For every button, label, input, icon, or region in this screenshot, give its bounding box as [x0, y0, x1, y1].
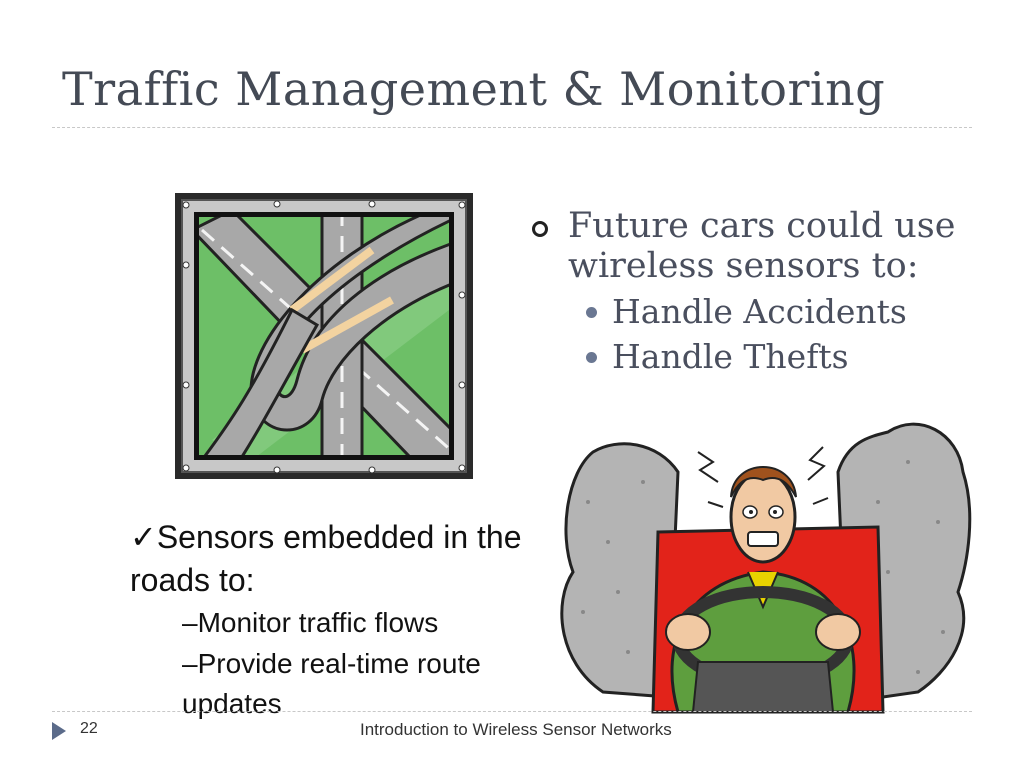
page-number: 22	[80, 720, 98, 737]
title-divider	[52, 127, 972, 128]
left-main-bullet-text: ✓Sensors embedded in the roads to:	[130, 519, 522, 598]
stressed-driver-clipart	[548, 412, 976, 714]
left-sub-bullet-text: –Provide real-time route updates	[182, 648, 481, 719]
right-bullet-list: Future cars could use wireless sensors t…	[532, 206, 992, 379]
left-sub-bullet-text: –Monitor traffic flows	[182, 607, 439, 638]
footer-arrow-icon	[52, 722, 66, 740]
slide-title: Traffic Management & Monitoring	[62, 62, 886, 116]
hollow-bullet-icon	[532, 221, 548, 237]
right-main-bullet-text: Future cars could use wireless sensors t…	[568, 206, 956, 286]
right-main-bullet: Future cars could use wireless sensors t…	[532, 206, 992, 286]
dot-bullet-icon	[586, 352, 597, 363]
dot-bullet-icon	[586, 307, 597, 318]
highway-interchange-clipart	[172, 190, 476, 482]
right-sub-bullet-text: Handle Accidents	[612, 292, 907, 331]
right-sub-bullet: Handle Accidents	[532, 289, 992, 334]
right-sub-bullet: Handle Thefts	[532, 334, 992, 379]
footer-title: Introduction to Wireless Sensor Networks	[360, 720, 672, 739]
right-sub-bullet-text: Handle Thefts	[612, 337, 849, 376]
footer-divider	[52, 711, 972, 712]
left-bullet-list: ✓Sensors embedded in the roads to: –Moni…	[130, 516, 550, 724]
